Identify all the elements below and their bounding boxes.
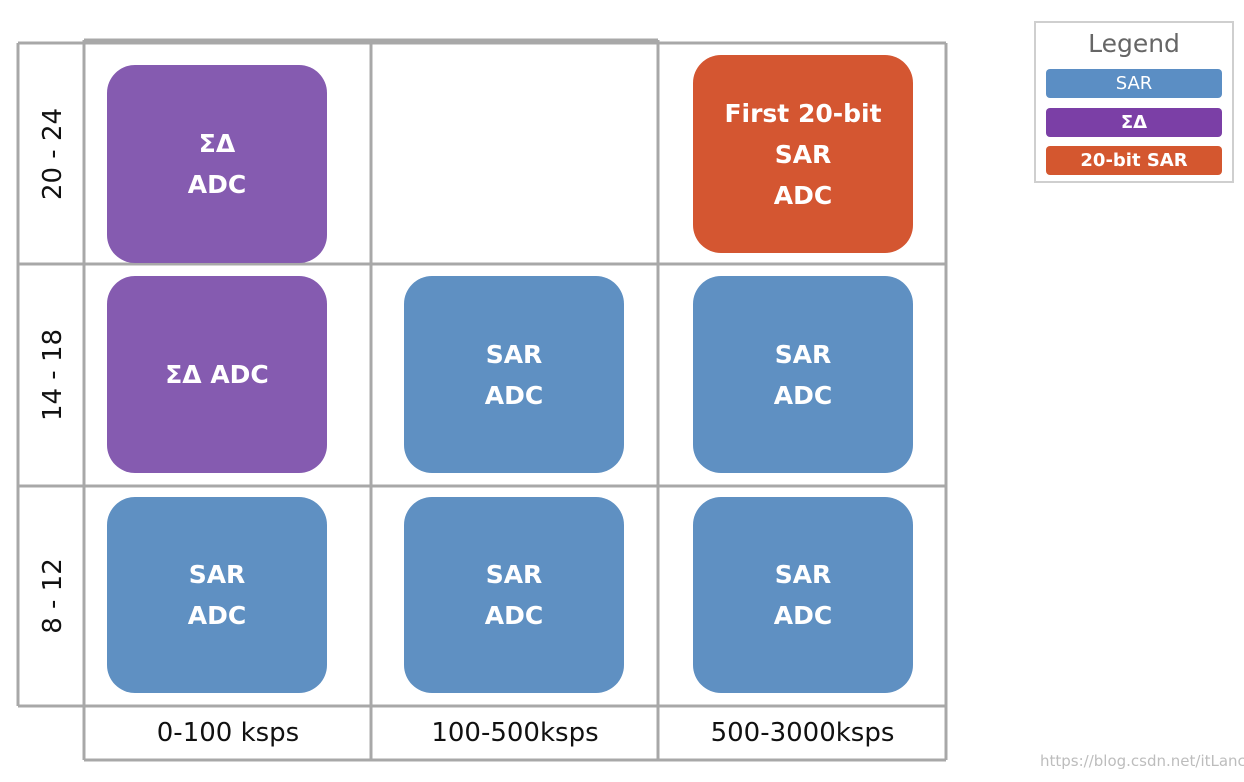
cell-label: ΣΔ ADC [187,129,247,199]
cell-sar-adc-14-18-mid: SAR ADC [404,276,624,473]
cell-sigma-delta-adc-20-24: ΣΔ ADC [107,65,327,263]
cell-label: First 20-bit SAR ADC [724,98,882,210]
col-label-0-100: 0-100 ksps [156,718,300,748]
legend: Legend SAR ΣΔ 20-bit SAR [1034,21,1234,183]
cell-label: ΣΔ ADC [165,360,269,389]
cell-label: SAR ADC [773,560,833,630]
cell-sar-adc-8-12-high: SAR ADC [693,497,913,693]
cell-first-20bit-sar-adc: First 20-bit SAR ADC [693,55,913,253]
col-label-500-3000: 500-3000ksps [710,718,895,748]
cell-label: SAR ADC [484,560,544,630]
col-label-100-500: 100-500ksps [431,718,599,748]
legend-item-20bit-sar: 20-bit SAR [1046,146,1222,175]
cell-sigma-delta-adc-14-18: ΣΔ ADC [107,276,327,473]
cell-label: SAR ADC [187,560,247,630]
row-label-8-12: 8 - 12 [38,558,68,634]
legend-item-sigma-delta: ΣΔ [1046,108,1222,137]
cell-sar-adc-14-18-high: SAR ADC [693,276,913,473]
row-label-14-18: 14 - 18 [38,328,68,422]
legend-title: Legend [1088,29,1180,58]
cell-label: SAR ADC [773,339,833,410]
watermark: https://blog.csdn.net/itLance [1040,752,1244,770]
legend-item-sar: SAR [1046,69,1222,98]
cell-label: SAR ADC [484,339,544,410]
cell-sar-adc-8-12-low: SAR ADC [107,497,327,693]
row-label-20-24: 20 - 24 [38,107,68,201]
cell-sar-adc-8-12-mid: SAR ADC [404,497,624,693]
